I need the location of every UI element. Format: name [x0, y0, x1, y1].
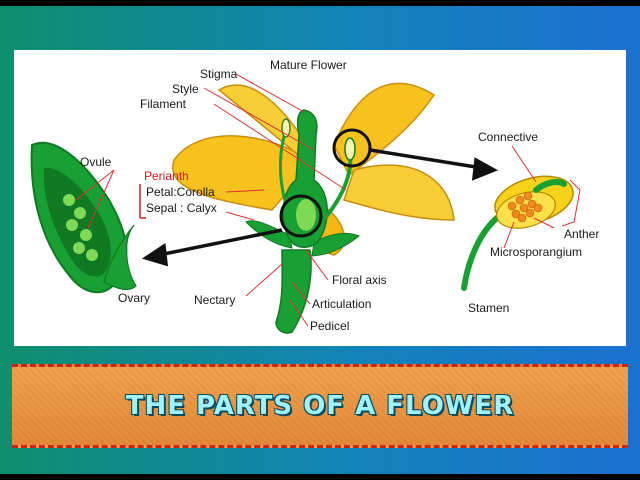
- label-pedicel: Pedicel: [310, 319, 349, 333]
- ovary-detail: [30, 141, 137, 294]
- petal-right: [343, 164, 455, 221]
- label-stigma: Stigma: [200, 67, 238, 81]
- arrow-to-stamen: [369, 148, 483, 170]
- label-perianth: Perianth: [144, 169, 189, 183]
- label-nectary: Nectary: [194, 293, 235, 307]
- pedicel-stalk: [275, 249, 312, 334]
- leader-lines: [75, 73, 581, 327]
- flower-diagram: Mature Flower Stigma Style Filament Ovul…: [30, 58, 599, 334]
- petal-left: [171, 135, 316, 211]
- ovary-sepal-tip: [103, 224, 137, 291]
- ovules: [63, 194, 98, 261]
- ovule-cluster: [296, 199, 316, 231]
- connective-tissue: [533, 179, 567, 193]
- label-anther: Anther: [564, 227, 599, 241]
- arrow-to-stamen-head: [471, 157, 499, 181]
- label-articulation: Articulation: [312, 297, 371, 311]
- sepal-left: [245, 220, 293, 249]
- label-petal-corolla: Petal:Corolla: [146, 185, 215, 199]
- label-ovary: Ovary: [118, 291, 150, 305]
- pistil: [282, 109, 328, 248]
- label-connective: Connective: [478, 130, 538, 144]
- arrow-to-ovary-head: [141, 242, 169, 267]
- arrow-to-ovary: [158, 228, 283, 257]
- ovary-chamber: [43, 167, 111, 277]
- petal-top-right: [333, 82, 436, 177]
- zoom-circle-stamen: [332, 128, 372, 168]
- mature-flower: [171, 82, 455, 334]
- page-title: THE PARTS OF A FLOWER: [125, 391, 515, 421]
- background-frame: Mature Flower Stigma Style Filament Ovul…: [0, 6, 640, 474]
- diagram-panel: Mature Flower Stigma Style Filament Ovul…: [14, 50, 626, 346]
- anther-on-flower: [344, 137, 356, 161]
- zoom-circle-ovary: [279, 194, 323, 238]
- label-microsporangium: Microsporangium: [490, 245, 582, 259]
- title-banner: THE PARTS OF A FLOWER: [12, 364, 628, 448]
- pollen-grains: [507, 191, 543, 223]
- label-style: Style: [172, 82, 199, 96]
- sepal-right: [311, 233, 360, 257]
- label-stamen: Stamen: [468, 301, 509, 315]
- anther-2: [281, 118, 291, 138]
- label-ovule: Ovule: [80, 155, 112, 169]
- stamen-detail: [461, 175, 574, 291]
- arrows: [141, 148, 499, 267]
- label-sepal-calyx: Sepal : Calyx: [146, 201, 217, 215]
- label-filament: Filament: [140, 97, 187, 111]
- filament-2: [278, 129, 301, 236]
- label-mature-flower: Mature Flower: [270, 58, 347, 72]
- petal-top: [217, 84, 316, 171]
- label-floral-axis: Floral axis: [332, 273, 387, 287]
